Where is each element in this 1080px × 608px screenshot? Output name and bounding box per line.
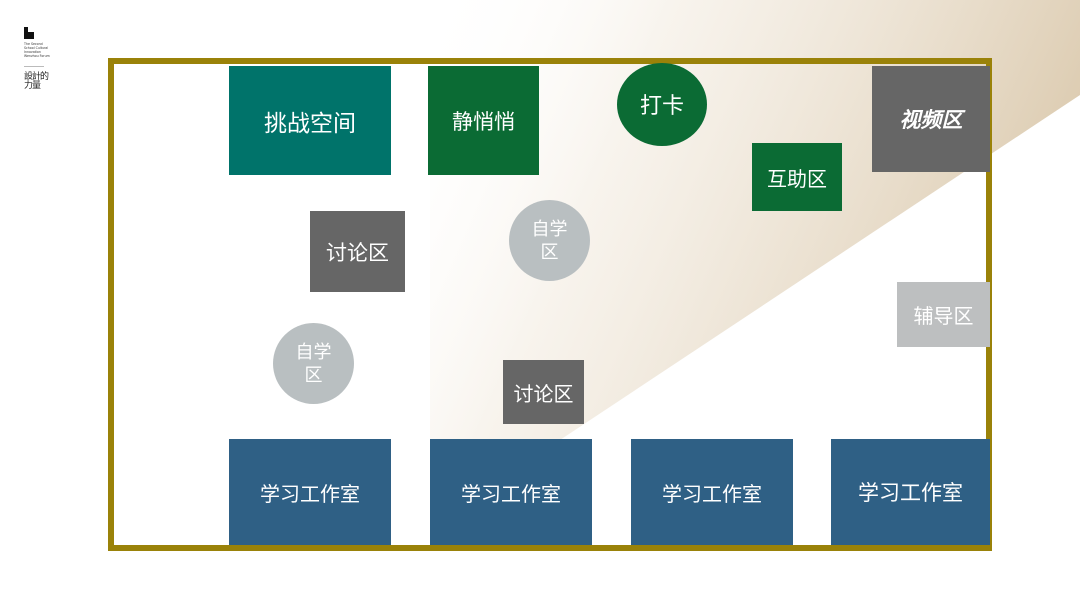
zone-label: 辅导区: [913, 304, 974, 328]
zone-quiet[interactable]: 静悄悄: [428, 66, 539, 175]
zone-label: 学习工作室: [858, 481, 963, 505]
zone-label: 自学 区: [295, 341, 332, 386]
zone-label: 静悄悄: [452, 109, 515, 134]
zone-label: 自学 区: [531, 218, 568, 263]
zone-video[interactable]: 视频区: [872, 66, 990, 172]
zone-challenge-space[interactable]: 挑战空间: [229, 66, 391, 175]
zone-label: 学习工作室: [461, 481, 561, 506]
zone-label: 挑战空间: [264, 110, 356, 137]
zone-label: 互助区: [767, 166, 827, 191]
zone-label: 学习工作室: [260, 481, 360, 506]
zone-tutoring[interactable]: 辅导区: [897, 282, 990, 347]
logo-caption: The Second School Cultural Innovation We…: [24, 42, 50, 58]
zone-self-study-1[interactable]: 自学 区: [509, 200, 590, 281]
zone-mutual-help[interactable]: 互助区: [752, 143, 842, 211]
zone-label: 视频区: [899, 107, 963, 132]
zone-studio-1[interactable]: 学习工作室: [229, 439, 391, 545]
zone-discussion-2[interactable]: 讨论区: [503, 360, 584, 424]
zone-studio-3[interactable]: 学习工作室: [631, 439, 793, 545]
forum-logo: The Second School Cultural Innovation We…: [24, 27, 58, 119]
zone-label: 学习工作室: [662, 481, 762, 506]
logo-mark-icon: [24, 27, 34, 39]
logo-glyph: 設計的力量: [24, 72, 49, 91]
zone-label: 讨论区: [326, 240, 389, 265]
zone-label: 打卡: [639, 93, 684, 119]
zone-checkin[interactable]: 打卡: [617, 63, 707, 146]
zone-label: 讨论区: [513, 381, 574, 406]
logo-divider: [24, 66, 44, 67]
zone-discussion-1[interactable]: 讨论区: [310, 211, 405, 292]
zone-self-study-2[interactable]: 自学 区: [273, 323, 354, 404]
zone-studio-2[interactable]: 学习工作室: [430, 439, 592, 545]
zone-studio-4[interactable]: 学习工作室: [831, 439, 990, 545]
